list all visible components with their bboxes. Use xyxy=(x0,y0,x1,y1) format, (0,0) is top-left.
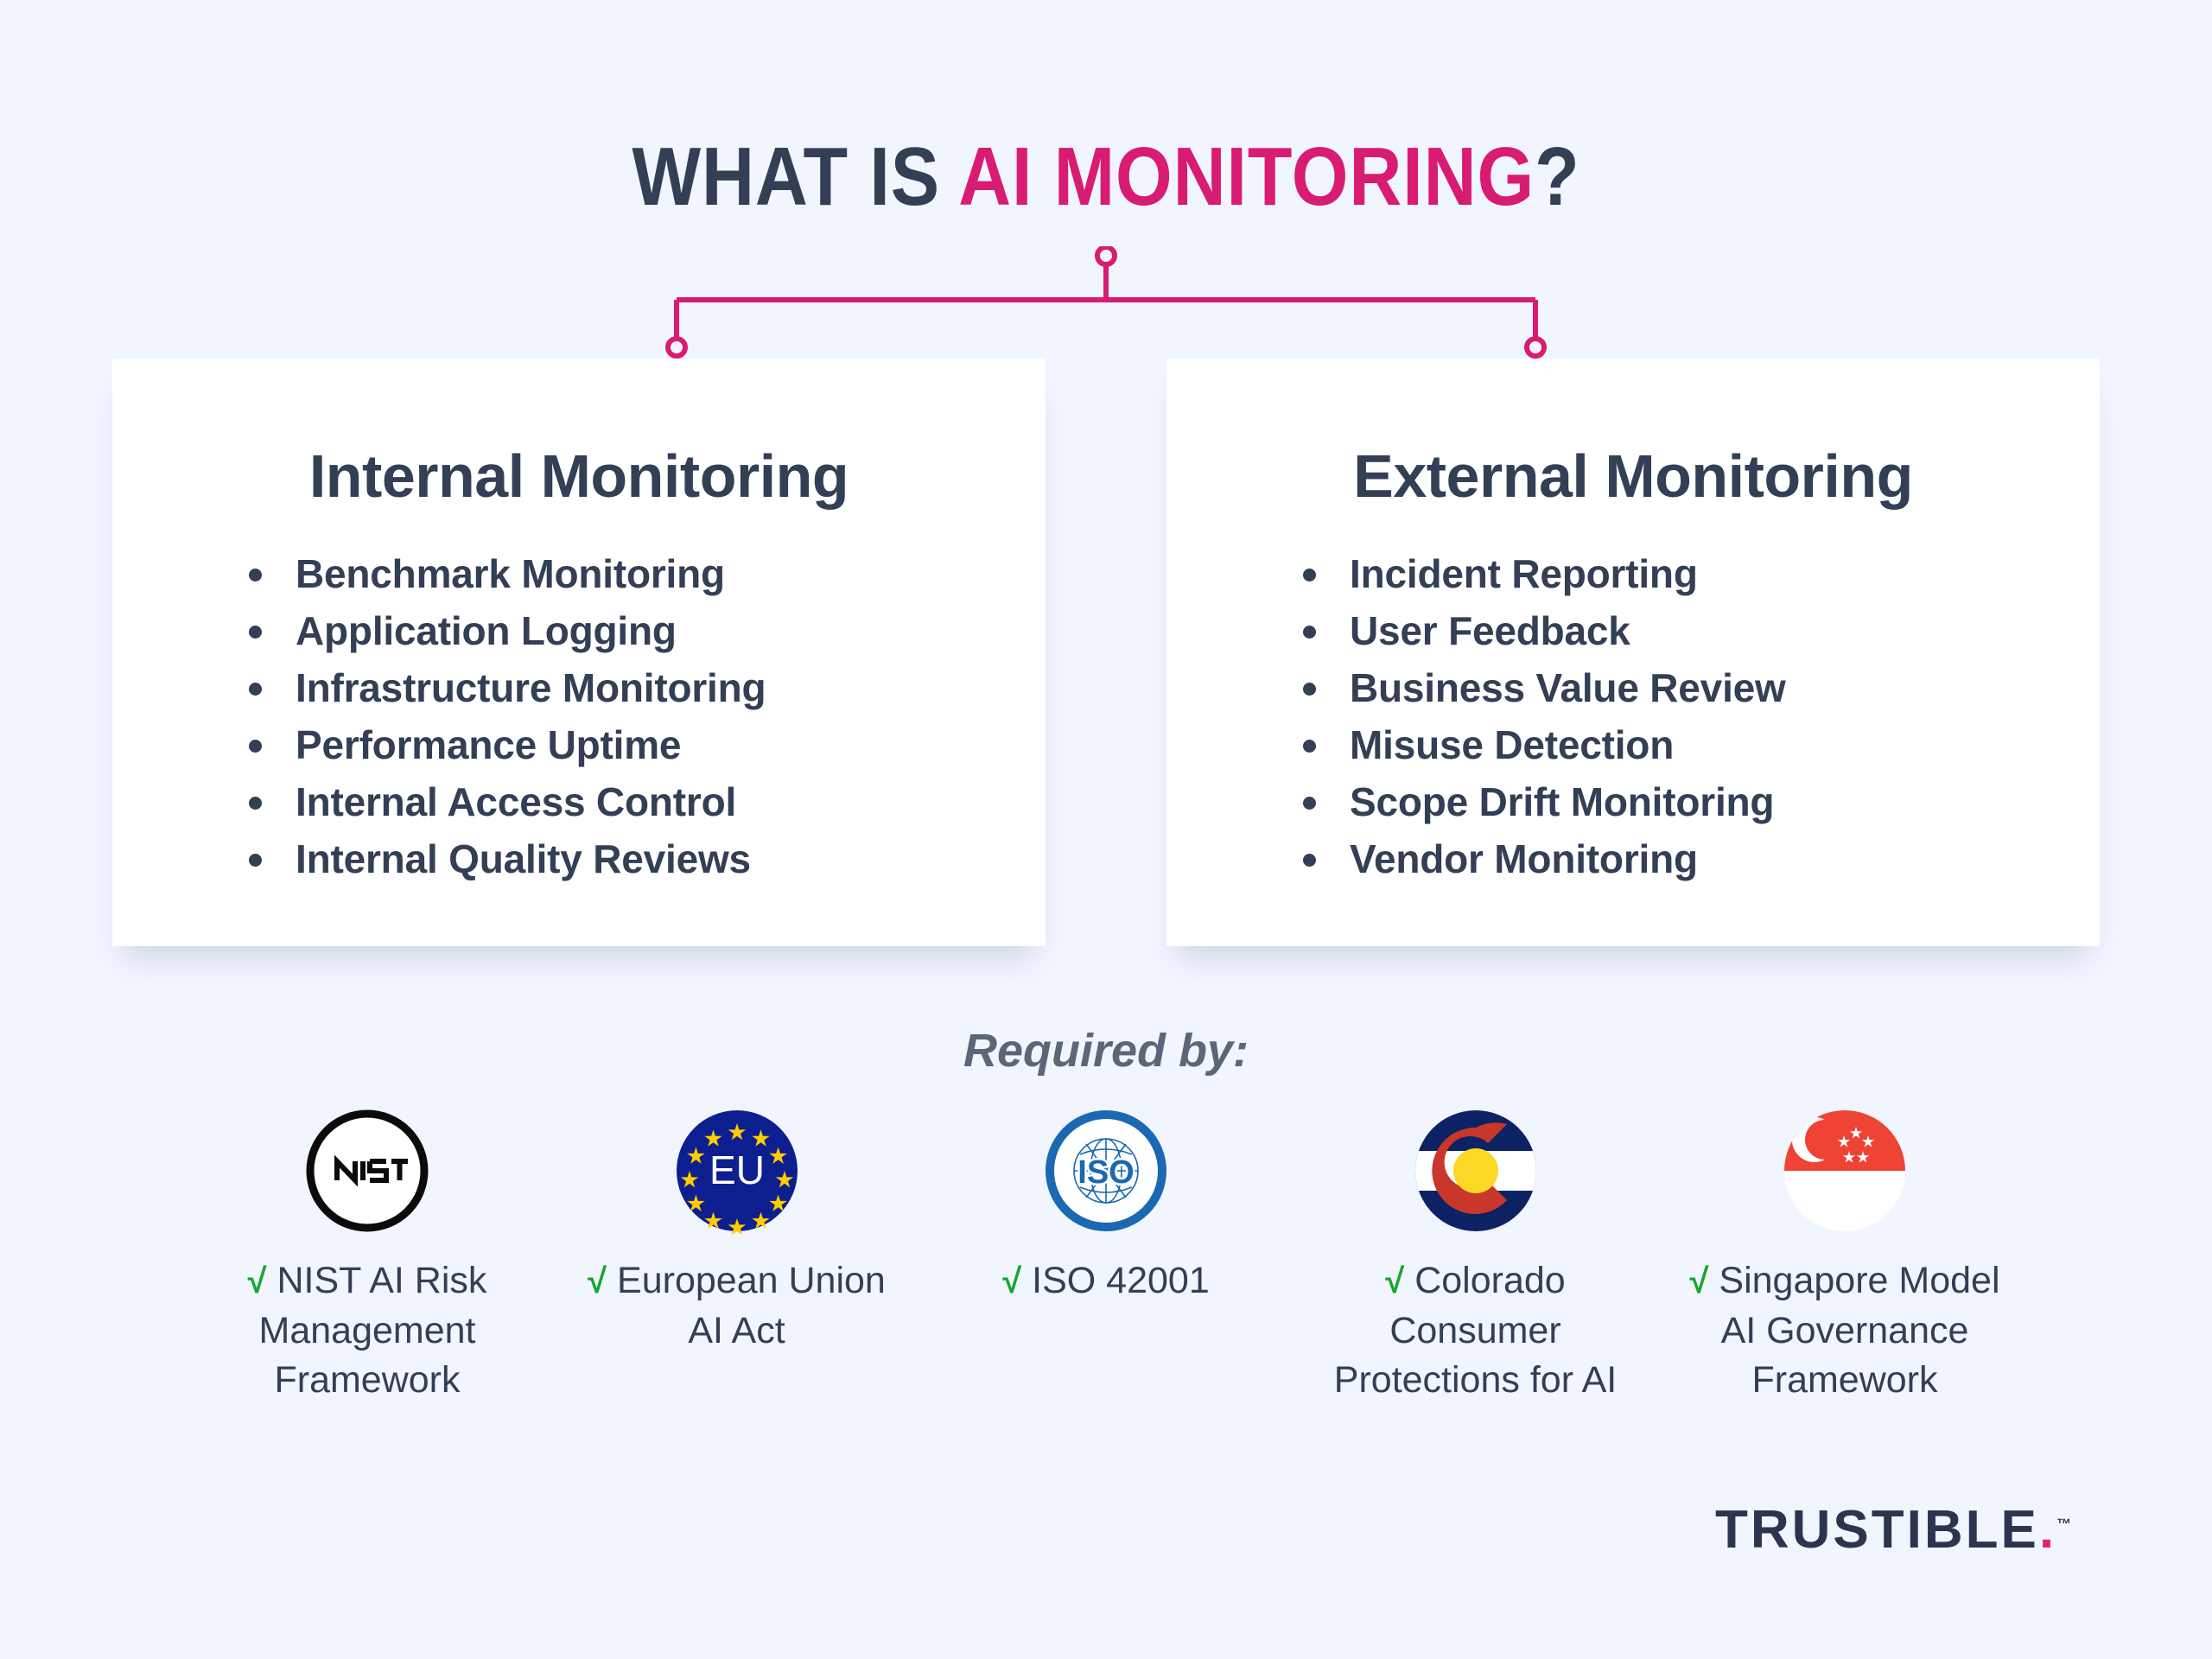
list-item: Scope Drift Monitoring xyxy=(1296,773,2100,830)
caption-line: Protections for AI xyxy=(1333,1359,1618,1401)
list-item: Application Logging xyxy=(242,602,1046,659)
connector-bracket xyxy=(544,245,1668,363)
singapore-flag-icon xyxy=(1780,1106,1910,1236)
caption-line: Framework xyxy=(1751,1359,1938,1401)
connector-svg xyxy=(665,245,1547,359)
nist-logo-icon xyxy=(302,1106,432,1236)
caption-line: Consumer xyxy=(1389,1310,1561,1351)
european-union-flag-icon: EU xyxy=(672,1106,802,1236)
connector-node-right xyxy=(1524,336,1547,359)
check-icon: √ xyxy=(1002,1262,1022,1300)
badge-eu-caption: √ European Union AI Act xyxy=(564,1256,910,1356)
check-icon: √ xyxy=(247,1262,267,1300)
caption-line: ISO 42001 xyxy=(1032,1260,1210,1301)
badge-iso-caption: √ ISO 42001 xyxy=(933,1256,1279,1306)
caption-line: NIST AI Risk xyxy=(276,1260,487,1301)
list-item: User Feedback xyxy=(1296,602,2100,659)
iso-logo-icon: ISO xyxy=(1041,1106,1171,1236)
caption-line: AI Act xyxy=(688,1310,785,1351)
caption-line: Framework xyxy=(274,1359,461,1401)
caption-line: Colorado xyxy=(1414,1260,1566,1301)
card-internal-list: Benchmark Monitoring Application Logging… xyxy=(112,545,1046,887)
list-item: Internal Quality Reviews xyxy=(242,830,1046,887)
trademark-symbol: ™ xyxy=(2056,1516,2072,1533)
card-external-title: External Monitoring xyxy=(1353,442,1913,510)
list-item: Incident Reporting xyxy=(1296,545,2100,602)
list-item: Vendor Monitoring xyxy=(1296,830,2100,887)
title-accent: AI MONITORING xyxy=(958,130,1535,223)
svg-text:EU: EU xyxy=(709,1147,765,1192)
badge-singapore-caption: √ Singapore Model AI Governance Framewor… xyxy=(1672,1256,2018,1405)
page-title: WHAT IS AI MONITORING? xyxy=(133,130,2080,225)
caption-line: Singapore Model xyxy=(1719,1260,2000,1301)
required-by-badges: √ NIST AI Risk Management Framework xyxy=(194,1106,2018,1405)
svg-text:ISO: ISO xyxy=(1077,1154,1134,1191)
badge-singapore: √ Singapore Model AI Governance Framewor… xyxy=(1672,1106,2018,1405)
monitoring-cards: Internal Monitoring Benchmark Monitoring… xyxy=(112,359,2100,946)
trustible-logo: TRUSTIBLE.™ xyxy=(1715,1499,2071,1560)
list-item: Business Value Review xyxy=(1296,659,2100,716)
brand-name: TRUSTIBLE xyxy=(1715,1500,2039,1560)
check-icon: √ xyxy=(588,1262,607,1300)
caption-line: Management xyxy=(258,1310,476,1351)
card-external-list: Incident Reporting User Feedback Busines… xyxy=(1166,545,2100,887)
colorado-flag-icon xyxy=(1411,1106,1541,1236)
list-item: Internal Access Control xyxy=(242,773,1046,830)
title-suffix: ? xyxy=(1535,130,1580,223)
required-by-label: Required by: xyxy=(963,1025,1249,1077)
card-external-monitoring: External Monitoring Incident Reporting U… xyxy=(1166,359,2100,946)
list-item: Infrastructure Monitoring xyxy=(242,659,1046,716)
connector-node-top xyxy=(1095,245,1117,267)
badge-colorado: √ Colorado Consumer Protections for AI xyxy=(1303,1106,1649,1405)
badge-colorado-caption: √ Colorado Consumer Protections for AI xyxy=(1303,1256,1649,1405)
list-item: Performance Uptime xyxy=(242,716,1046,773)
badge-nist: √ NIST AI Risk Management Framework xyxy=(194,1106,540,1405)
list-item: Misuse Detection xyxy=(1296,716,2100,773)
check-icon: √ xyxy=(1385,1262,1405,1300)
caption-line: European Union xyxy=(617,1260,886,1301)
list-item: Benchmark Monitoring xyxy=(242,545,1046,602)
badge-european-union: EU √ European Union AI Act xyxy=(564,1106,910,1405)
card-internal-monitoring: Internal Monitoring Benchmark Monitoring… xyxy=(112,359,1046,946)
brand-dot: . xyxy=(2038,1500,2057,1560)
connector-node-left xyxy=(665,336,688,359)
card-internal-title: Internal Monitoring xyxy=(308,442,849,510)
caption-line: AI Governance xyxy=(1720,1310,1969,1351)
check-icon: √ xyxy=(1689,1262,1709,1300)
badge-nist-caption: √ NIST AI Risk Management Framework xyxy=(194,1256,540,1405)
title-prefix: WHAT IS xyxy=(632,130,959,223)
badge-iso: ISO √ ISO 42001 xyxy=(933,1106,1279,1405)
